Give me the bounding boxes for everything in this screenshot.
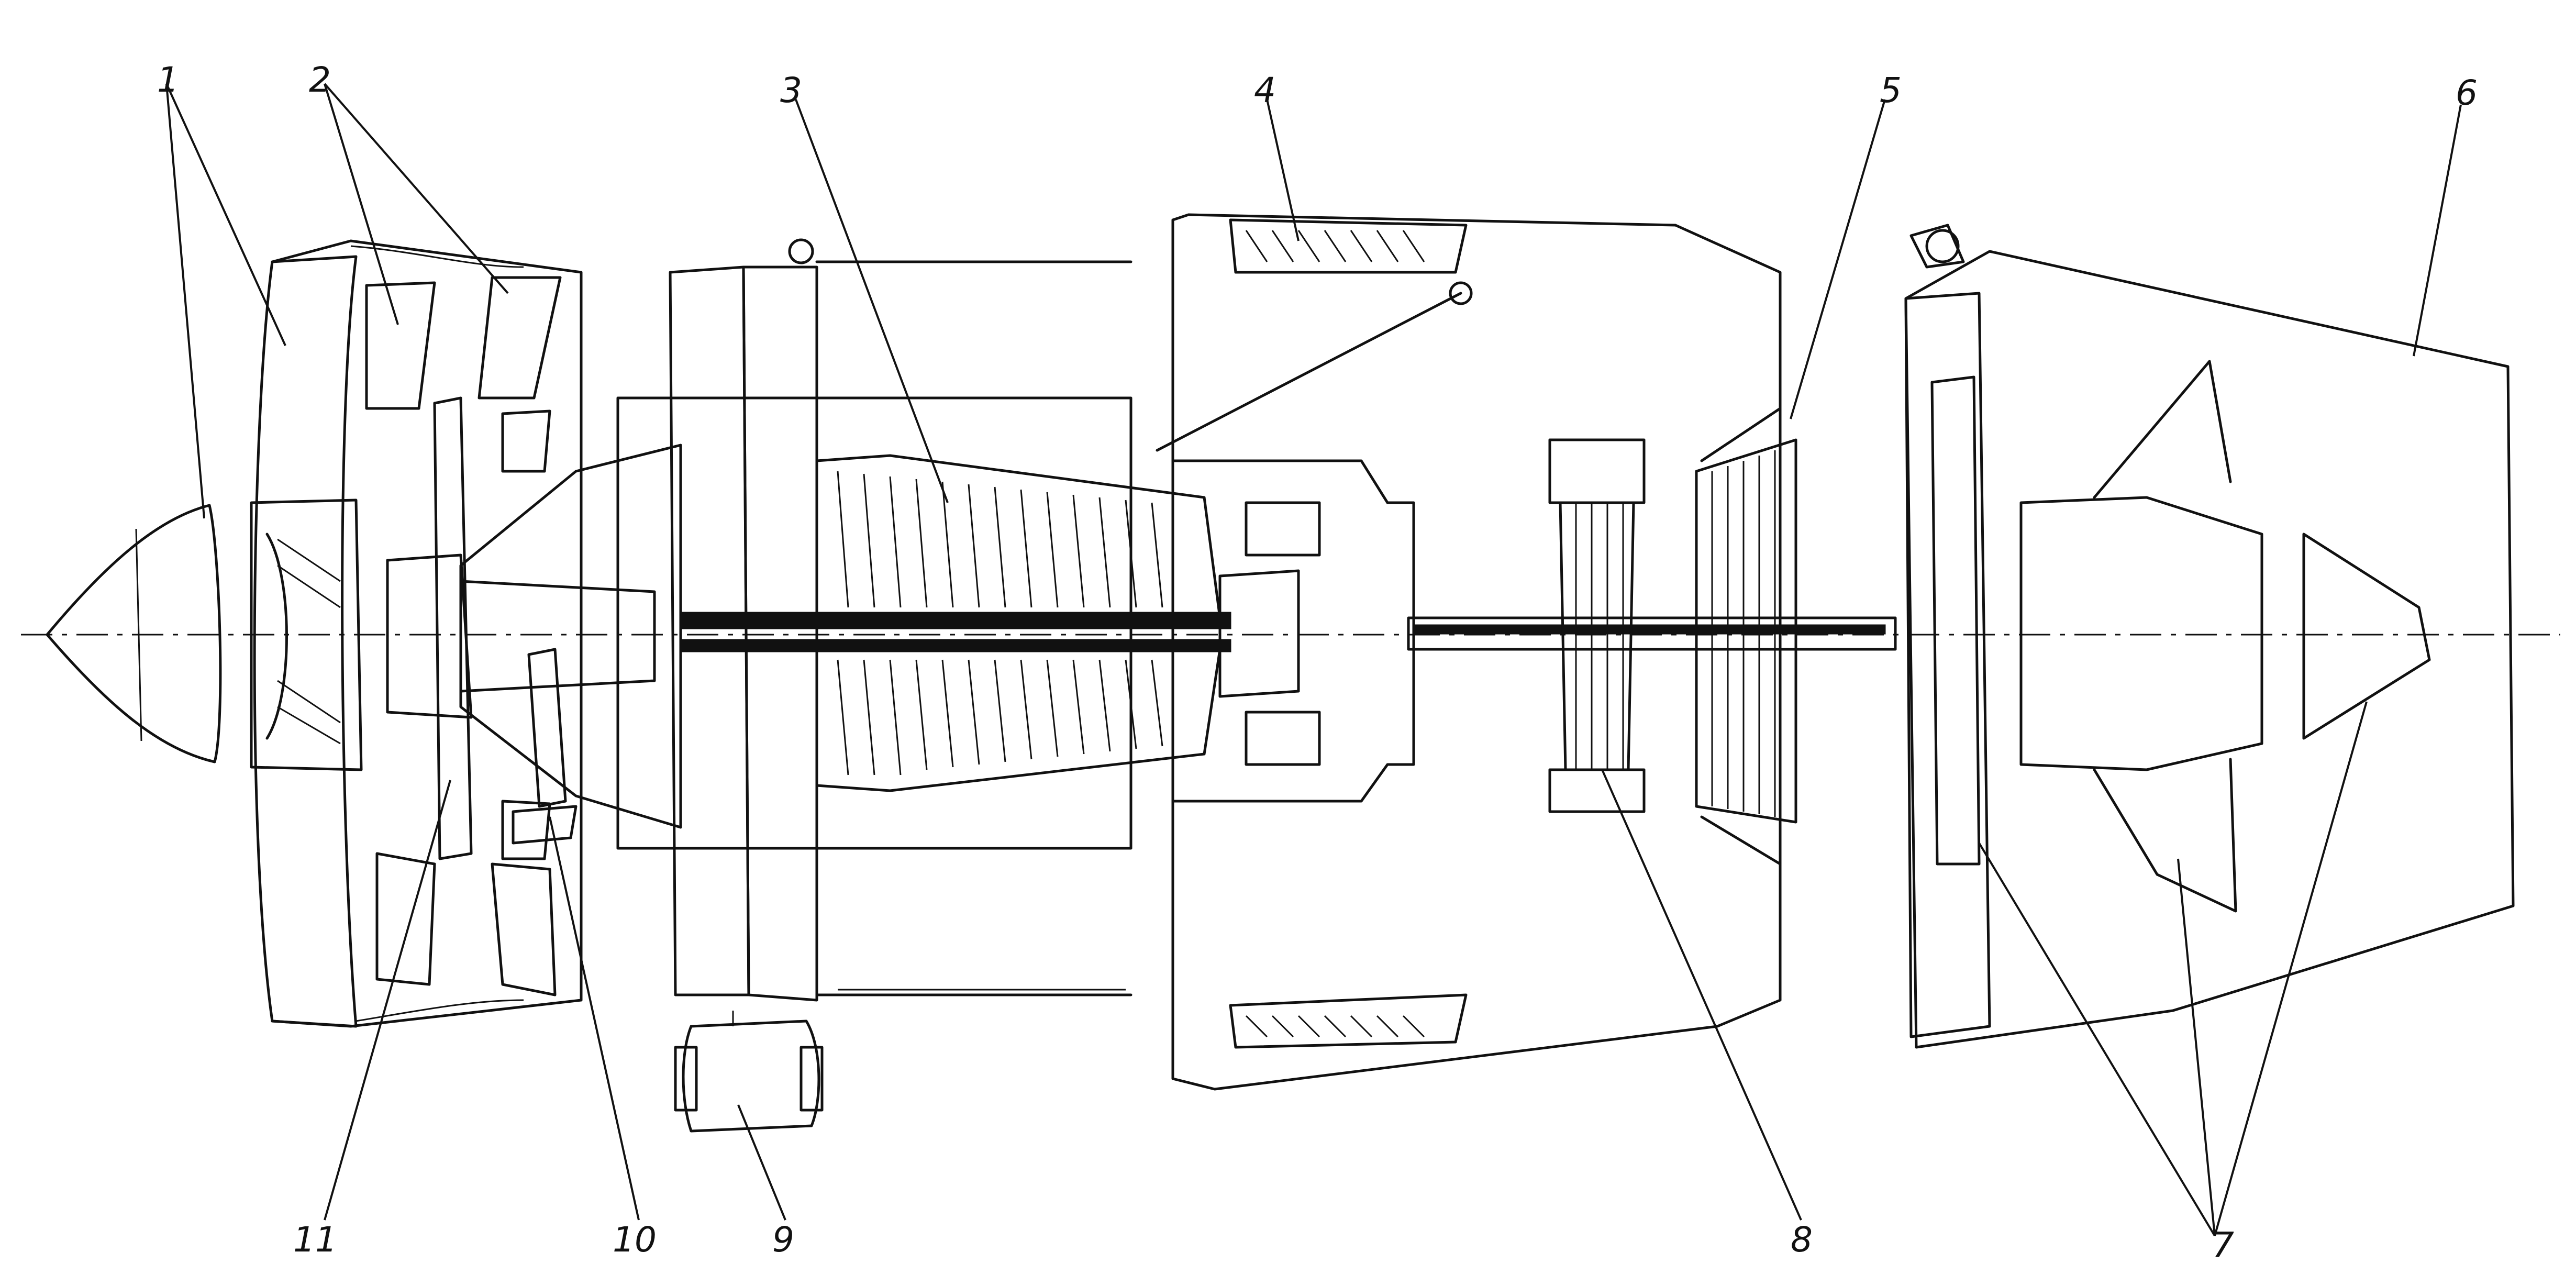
bearing-support [512,648,578,845]
accessory-gearbox [674,1011,824,1133]
leader-7c [2214,701,2368,1236]
exhaust-nozzle [1904,224,2515,1049]
leader-10 [549,816,640,1221]
callout-11: 11 [293,1220,337,1260]
fan-casing [271,239,583,1028]
callout-4: 4 [1254,70,1276,110]
turbine-disks [1548,438,1646,813]
leader-lines [165,83,2462,1237]
leader-1b [165,83,286,346]
callout-9: 9 [772,1220,794,1260]
callout-10: 10 [613,1220,657,1260]
exhaust-casing [1904,292,2263,1038]
callout-5: 5 [1880,70,1902,110]
leader-11 [324,780,451,1221]
leader-7b [2177,858,2216,1236]
bypass-duct [1171,213,1782,1091]
callout-6: 6 [2456,73,2478,113]
leader-1a [165,83,205,519]
leader-6 [2413,104,2462,357]
callout-3: 3 [780,70,802,110]
low-pressure-shaft [1407,616,1897,651]
leader-8 [1601,769,1802,1221]
callout-2: 2 [309,60,331,100]
callout-7: 7 [2212,1225,2234,1263]
callout-8: 8 [1791,1220,1813,1260]
compressor-module [616,238,1231,1002]
leader-3 [795,99,949,503]
callout-1: 1 [157,60,179,100]
leader-2a [324,83,399,325]
fan-inlet-casing [250,255,363,1028]
leader-5 [1790,99,1886,419]
combustor-section [1156,281,1473,803]
leader-7a [1978,842,2216,1237]
spinner-cone [46,504,222,763]
low-pressure-turbine [1695,407,1797,866]
leader-4 [1266,99,1300,241]
leader-2b [324,83,509,294]
leader-9 [737,1104,786,1221]
fan-rotor-disk [386,396,682,860]
